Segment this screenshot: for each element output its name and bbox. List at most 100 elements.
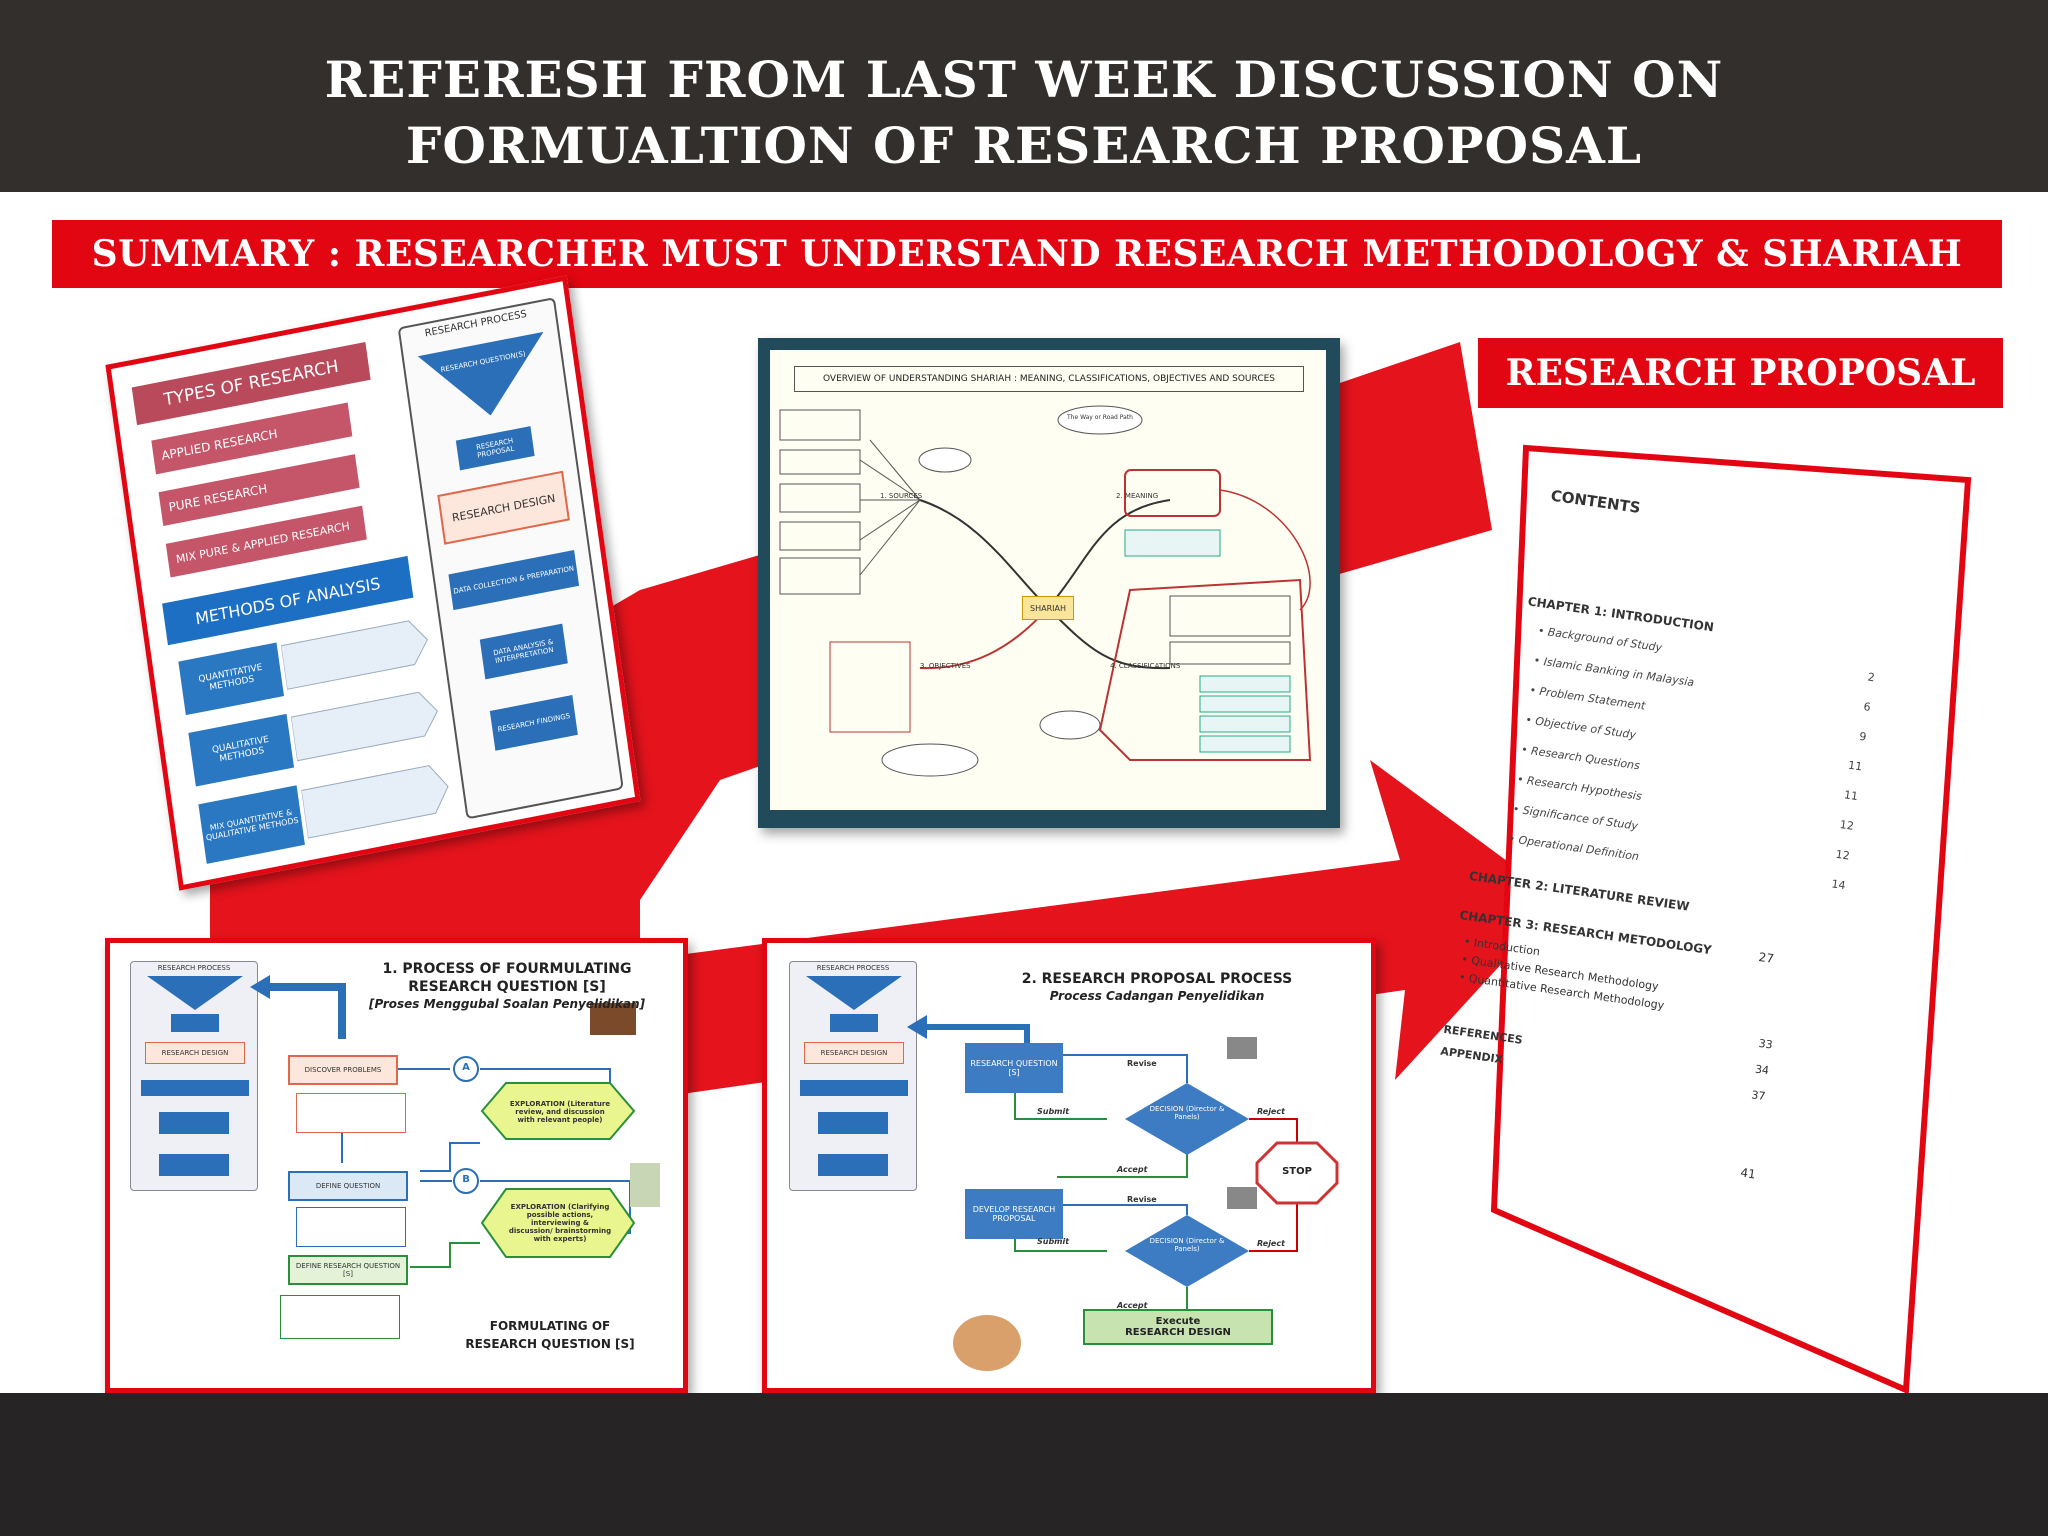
appendix-heading: APPENDIX [1439,1044,1504,1067]
funnel-shape [417,331,544,416]
mini-process-title: RESEARCH PROCESS [157,964,231,972]
contents-item-page: 11 [1847,758,1864,774]
process-step: RESEARCH FINDINGS [489,695,578,751]
revise-label: Revise [1127,1059,1157,1068]
note-box [280,1295,400,1339]
exploration-2: EXPLORATION (Clarifying possible actions… [508,1203,612,1243]
mind-map-lines [779,405,1312,777]
note-box [296,1093,406,1133]
mini-funnel [806,976,902,1010]
slide-title-line2: FORMUALTION OF RESEARCH PROPOSAL [405,116,1643,175]
chapter3-page: 34 [1754,1062,1770,1078]
method-item: QUALITATIVE METHODS [188,713,295,787]
chapter3-page: 37 [1750,1088,1767,1104]
marker-a: A [462,1062,470,1073]
develop-proposal-box: DEVELOP RESEARCH PROPOSAL [965,1189,1063,1239]
last-page-number: 41 [1739,1165,1757,1182]
branch-classifications: 4. CLASSIFICATIONS [1110,662,1181,670]
exploration-1: EXPLORATION (Literature review, and disc… [509,1100,611,1124]
branch-sources: 1. SOURCES [880,492,923,500]
references-heading: REFERENCES [1442,1022,1524,1047]
formulating-question-panel: RESEARCH PROCESS RESEARCH DESIGN 1. PROC… [105,938,688,1393]
research-design-label: RESEARCH DESIGN [1125,1327,1231,1338]
contents-item-page: 14 [1830,877,1847,893]
contents-title: CONTENTS [1549,486,1642,517]
proposal-title: 2. RESEARCH PROPOSAL PROCESS [1021,971,1293,987]
research-proposal-banner: RESEARCH PROPOSAL [1478,338,2003,408]
reject-label: Reject [1257,1107,1285,1116]
research-question-box: RESEARCH QUESTION [S] [965,1043,1063,1093]
contents-item-page: 12 [1834,847,1851,863]
method-item: QUANTITATIVE METHODS [178,642,285,716]
contents-item-page: 9 [1858,729,1868,744]
execute-research-design-box: Execute RESEARCH DESIGN [1083,1309,1273,1345]
formulating-flow-lines [250,975,660,1268]
shariah-title: OVERVIEW OF UNDERSTANDING SHARIAH : MEAN… [794,366,1304,392]
shariah-panel: OVERVIEW OF UNDERSTANDING SHARIAH : MEAN… [758,338,1340,828]
chapter2-heading: CHAPTER 2: LITERATURE REVIEW [1468,868,1691,914]
mini-step-box [141,1080,249,1096]
formulating-caption2: RESEARCH QUESTION [S] [465,1337,635,1351]
contents-item-label: Background of Study [1546,625,1663,655]
contents-item-label: Objective of Study [1534,714,1637,742]
contents-page-frame [1490,444,1972,1395]
slide-title-line1: REFERESH FROM LAST WEEK DISCUSSION ON [324,50,1724,109]
mini-step-box [171,1014,219,1032]
define-question-box: DEFINE QUESTION [288,1171,408,1201]
proposal-process-panel: RESEARCH PROCESS RESEARCH DESIGN 2. RESE… [762,938,1376,1393]
process-step: DATA ANALYSIS & INTERPRETATION [479,623,568,680]
formulating-title2: RESEARCH QUESTION [S] [408,979,606,995]
summary-banner: SUMMARY : RESEARCHER MUST UNDERSTAND RES… [52,220,2002,288]
mini-research-process: RESEARCH PROCESS RESEARCH DESIGN [130,961,258,1191]
branch-meaning: 2. MEANING [1116,492,1159,500]
contents-item-label: Significance of Study [1521,803,1639,833]
formulating-title1: 1. PROCESS OF FOURMULATING [382,961,632,977]
contents-item-page: 2 [1866,670,1876,685]
submit-label: Submit [1037,1107,1070,1116]
note-box [296,1207,406,1247]
chapter3-page: 33 [1757,1036,1774,1052]
mini-step-box [159,1112,229,1134]
contents-item-label: Research Hypothesis [1526,774,1643,803]
discover-problems-box: DISCOVER PROBLEMS [288,1055,398,1085]
branch-objectives: 3. OBJECTIVES [920,662,971,670]
research-process-column: RESEARCH PROCESS RESEARCH QUESTION(S) RE… [397,297,624,820]
chapter2-page: 27 [1757,949,1775,966]
mini-funnel [147,976,243,1010]
contents-item-label: Operational Definition [1517,833,1640,864]
shariah-canvas: OVERVIEW OF UNDERSTANDING SHARIAH : MEAN… [770,350,1326,810]
process-step: RESEARCH PROPOSAL [455,426,535,471]
mini-step-box [818,1154,888,1176]
formulating-caption1: FORMULATING OF [489,1319,611,1333]
types-of-research-panel: TYPES OF RESEARCH APPLIED RESEARCH PURE … [105,275,641,891]
accept-label: Accept [1117,1301,1148,1310]
proposal-subtitle: Process Cadangan Penyelidikan [1049,989,1265,1003]
revise-label: Revise [1127,1195,1157,1204]
mini-step-box [830,1014,878,1032]
meaning-bubble: The Way or Road Path [1067,414,1133,421]
formulating-subtitle: [Proses Menggubal Soalan Penyelidikan] [368,997,646,1011]
decision-1: DECISION (Director & Panels) [1149,1105,1225,1121]
mini-step-box [818,1112,888,1134]
mind-map-center: SHARIAH [1022,596,1074,620]
accept-label: Accept [1117,1165,1148,1174]
contents-item-page: 12 [1839,817,1855,833]
mini-design-box: RESEARCH DESIGN [145,1042,245,1064]
mini-design-box: RESEARCH DESIGN [804,1042,904,1064]
process-step: RESEARCH DESIGN [437,470,570,545]
marker-b: B [462,1174,470,1185]
method-arrows [280,620,449,839]
contents-item-page: 6 [1862,700,1872,714]
stop-sign: STOP [1282,1166,1312,1177]
header-bar [0,0,2048,192]
contents-item-label: Problem Statement [1538,684,1647,713]
mini-research-process: RESEARCH PROCESS RESEARCH DESIGN [789,961,917,1191]
process-step: DATA COLLECTION & PREPARATION [448,550,580,611]
footer-bar [0,1393,2048,1536]
method-item: MIX QUANTITATIVE & QUALITATIVE METHODS [198,785,305,864]
mini-step-box [159,1154,229,1176]
execute-label: Execute [1155,1316,1201,1327]
contents-item-page: 11 [1843,788,1859,804]
mini-process-title: RESEARCH PROCESS [816,964,890,972]
mini-step-box [800,1080,908,1096]
